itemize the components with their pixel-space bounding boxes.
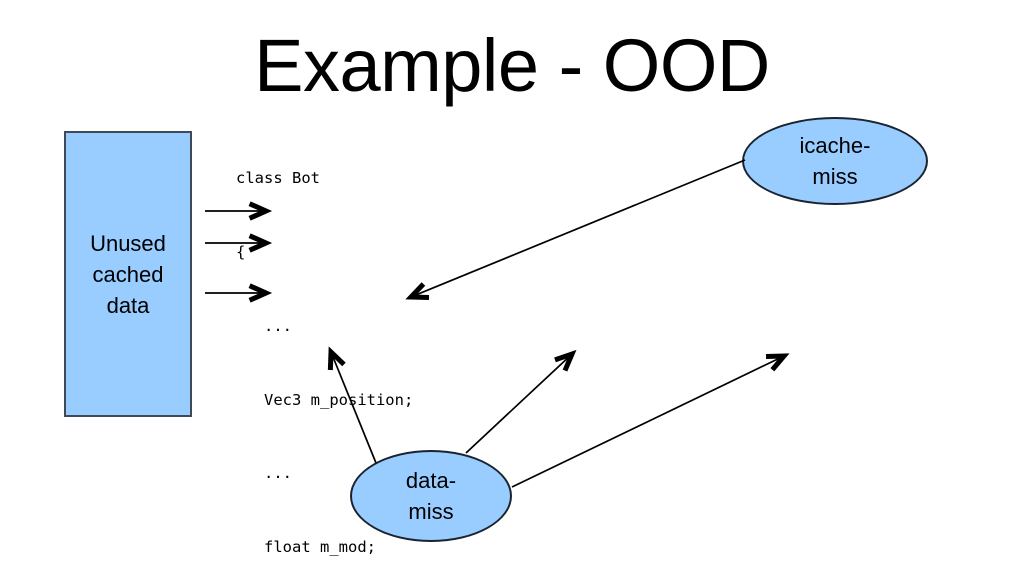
- code-line-5: float m_mod;: [236, 538, 376, 557]
- code-line-3: Vec3 m_position;: [236, 390, 414, 409]
- unused-label-line-3: data: [106, 292, 150, 318]
- code-block: class Bot { ... Vec3 m_position; ... flo…: [236, 117, 749, 576]
- callout-data-miss-label: data- miss: [406, 465, 456, 527]
- code-line-4: ...: [236, 464, 292, 483]
- callout-data-miss[interactable]: data- miss: [350, 450, 512, 542]
- data-label-line-1: data-: [405, 468, 457, 493]
- data-label-line-2: miss: [408, 499, 454, 524]
- code-line-1: {: [236, 242, 246, 261]
- callout-icache-miss-label: icache- miss: [800, 130, 871, 192]
- page-title: Example - OOD: [254, 24, 770, 107]
- unused-cached-data-label: Unused cached data: [90, 228, 166, 321]
- unused-cached-data-box[interactable]: Unused cached data: [64, 131, 192, 417]
- callout-icache-miss[interactable]: icache- miss: [742, 117, 928, 205]
- code-line-2: ...: [236, 316, 292, 335]
- code-line-0: class Bot: [236, 169, 320, 188]
- data-arrow-to-m-mod-head: [765, 353, 790, 372]
- unused-label-line-2: cached: [92, 261, 164, 287]
- unused-label-line-1: Unused: [90, 230, 166, 256]
- icache-label-line-1: icache-: [799, 133, 871, 158]
- icache-label-line-2: miss: [812, 164, 858, 189]
